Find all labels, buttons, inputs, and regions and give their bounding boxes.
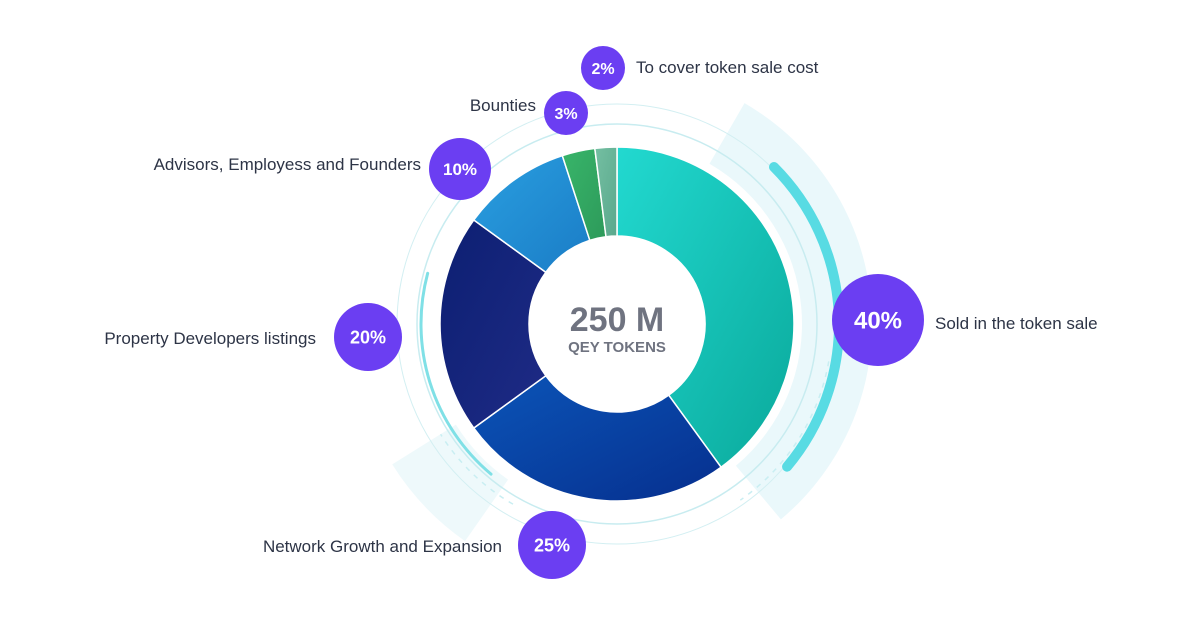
slice-percentage: 3% [554,106,577,123]
center-unit: QEY TOKENS [568,339,666,356]
slice-badge: 2% [581,46,625,90]
badge-circle [429,138,491,200]
slice-label: Property Developers listings [104,329,316,348]
badge-circle [581,46,625,90]
decor-band-right [709,103,872,520]
slice-label: To cover token sale cost [636,58,819,77]
badge-circle [832,274,924,366]
slice-percentage: 10% [443,160,477,179]
donut-slices [439,146,795,502]
donut-center: 250 M QEY TOKENS [529,236,705,412]
badge-circle [518,511,586,579]
slice-label: Sold in the token sale [935,314,1098,333]
slice-percentage: 20% [350,327,386,347]
slice-percentage: 2% [591,61,614,78]
donut-hole [529,236,705,412]
percentage-badges: 40% Sold in the token sale 25% Network Grow… [104,46,1098,579]
slice-badge: 20% [334,303,402,371]
decor-band-left [392,424,509,542]
slice-percentage: 40% [854,308,902,335]
decor-accent-left [419,271,493,476]
slice-label: Bounties [470,96,536,115]
slice-label: Network Growth and Expansion [263,537,502,556]
slice-badge: 10% [429,138,491,200]
decor-dash-left [439,433,514,505]
slice-percentage: 25% [534,535,570,555]
slice-badge: 3% [544,91,588,135]
badge-circle [334,303,402,371]
slice-badge: 40% [832,274,924,366]
badge-circle [544,91,588,135]
slice-label: Advisors, Employess and Founders [154,155,421,174]
slice-badge: 25% [518,511,586,579]
center-value: 250 M [570,301,665,339]
decor-ring-inner [416,123,818,525]
